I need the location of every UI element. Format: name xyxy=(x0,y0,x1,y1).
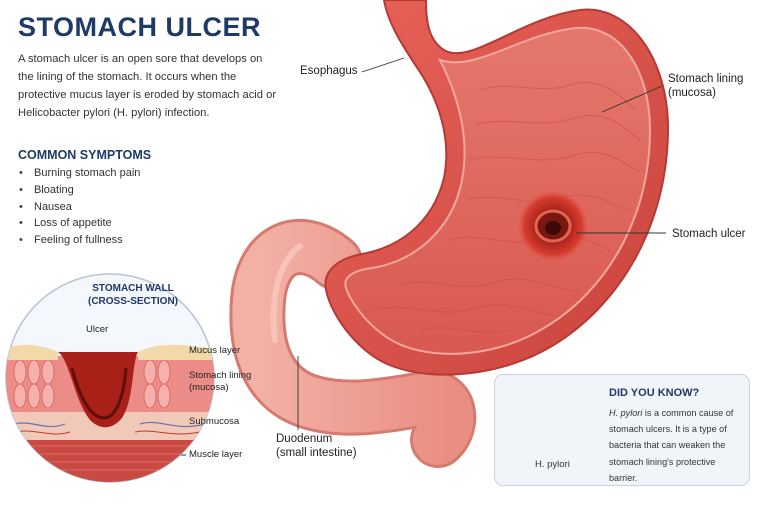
symptom-item: Nausea xyxy=(18,199,140,216)
inset-title: STOMACH WALL (CROSS-SECTION) xyxy=(58,282,208,308)
stomach xyxy=(324,0,670,376)
did-you-know-text: H. pylori is a common cause of stomach u… xyxy=(609,405,745,486)
inset-label-submucosa: Submucosa xyxy=(189,416,240,427)
inset-label-ulcer: Ulcer xyxy=(86,324,109,335)
inset-title-line1: STOMACH WALL xyxy=(92,283,174,294)
symptom-item: Loss of appetite xyxy=(18,215,140,232)
inset-label-lining-line2: (mucosa) xyxy=(189,382,229,393)
did-you-know-box: DID YOU KNOW? H. pylori is a common caus… xyxy=(494,374,750,486)
did-you-know-body: is a common cause of stomach ulcers. It … xyxy=(609,408,734,483)
label-duodenum-line2: (small intestine) xyxy=(276,447,357,459)
inset-label-muscle: Muscle layer xyxy=(189,449,243,460)
symptom-item: Feeling of fullness xyxy=(18,232,140,249)
label-stomach-lining: Stomach lining (mucosa) xyxy=(668,72,743,100)
inset-title-line2: (CROSS-SECTION) xyxy=(88,296,178,307)
symptoms-heading: COMMON SYMPTOMS xyxy=(18,148,152,162)
page-title: STOMACH ULCER xyxy=(18,12,262,42)
inset-label-lining: Stomach lining (mucosa) xyxy=(189,370,251,394)
symptoms-list: Burning stomach pain Bloating Nausea Los… xyxy=(18,165,140,249)
did-you-know-title: DID YOU KNOW? xyxy=(609,387,700,399)
intro-text: A stomach ulcer is an open sore that dev… xyxy=(18,53,277,119)
label-duodenum: Duodenum (small intestine) xyxy=(276,432,357,460)
label-stomach-lining-line2: (mucosa) xyxy=(668,87,716,99)
inset-label-lining-line1: Stomach lining xyxy=(189,370,252,381)
label-esophagus: Esophagus xyxy=(300,65,358,77)
duodenum xyxy=(229,219,477,468)
did-you-know-term: H. pylori xyxy=(609,408,643,418)
bacteria-label: H. pylori xyxy=(535,459,570,470)
inset-label-mucus: Mucus layer xyxy=(189,345,241,356)
label-duodenum-line1: Duodenum xyxy=(276,433,333,445)
label-stomach-lining-line1: Stomach lining xyxy=(668,73,744,85)
symptom-item: Burning stomach pain xyxy=(18,165,140,182)
symptom-item: Bloating xyxy=(18,182,140,199)
label-stomach-ulcer: Stomach ulcer xyxy=(672,228,746,240)
